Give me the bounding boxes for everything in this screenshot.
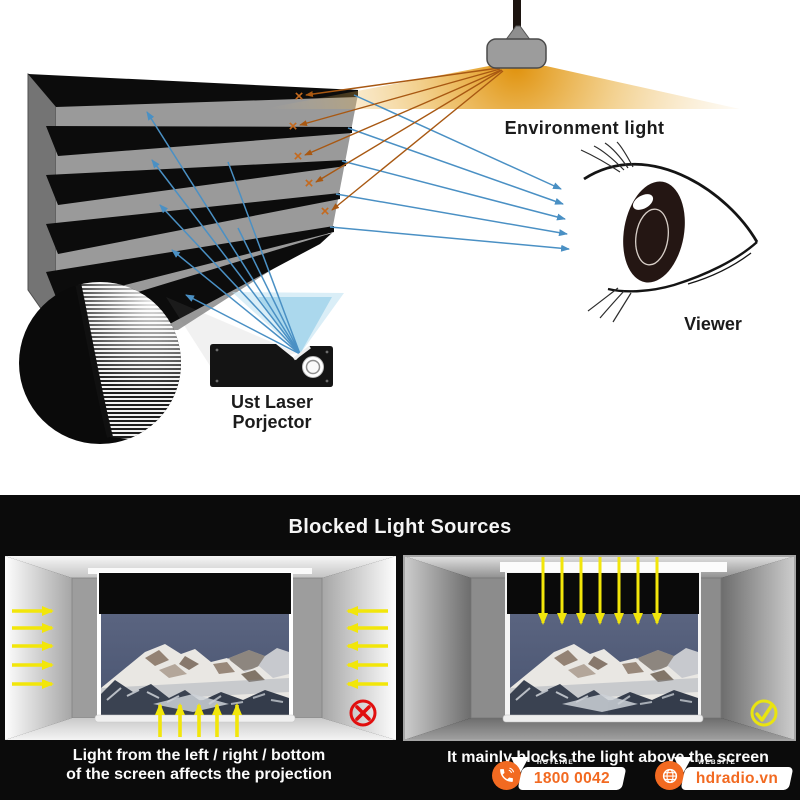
room-comparison: [5, 555, 796, 741]
x-mark-icon: ×: [321, 203, 330, 220]
phone-icon: [492, 761, 521, 790]
hotline-label: HOTLINE: [537, 759, 574, 766]
blocked-x-marks: × × × × ×: [289, 88, 330, 220]
website-badge: WEBSITE hdradio.vn: [652, 755, 800, 793]
hotline-number: 1800 0042: [517, 767, 627, 790]
serrated-screen: [27, 73, 358, 332]
x-mark-icon: ×: [294, 148, 303, 165]
viewer-eye-icon: [580, 141, 759, 323]
panel-title: Blocked Light Sources: [288, 516, 512, 538]
caption-left-room: Light from the left / right / bottom of …: [66, 747, 332, 783]
website-url: hdradio.vn: [680, 767, 794, 790]
projector-label: Ust Laser Porjector: [230, 392, 314, 432]
top-light-arrows: [538, 557, 662, 625]
x-mark-icon: ×: [289, 118, 298, 135]
projection-screen-right: [502, 572, 704, 723]
x-mark-icon: ×: [305, 175, 314, 192]
viewer-label: Viewer: [684, 314, 742, 334]
side-bottom-light-arrows: [12, 606, 388, 737]
website-label: WEBSITE: [698, 759, 737, 766]
lamp-light-cone: [262, 66, 740, 109]
pendant-lamp-icon: [486, 0, 547, 69]
hotline-badge: HOTLINE 1800 0042: [489, 755, 639, 793]
environment-rays: [299, 67, 504, 211]
environment-light-label: Environment light: [504, 118, 665, 138]
cross-icon: [349, 699, 377, 727]
ust-projector-icon: [210, 344, 333, 387]
room-right: [403, 555, 796, 741]
globe-icon: [655, 761, 684, 790]
room-left: [5, 556, 396, 740]
light-path-diagram: × × × × ×: [19, 0, 759, 444]
screen-texture-magnifier: [19, 282, 181, 444]
x-mark-icon: ×: [295, 88, 304, 105]
projection-screen-left: [88, 568, 312, 723]
check-icon: [750, 699, 778, 727]
projector-beams: [146, 111, 301, 355]
